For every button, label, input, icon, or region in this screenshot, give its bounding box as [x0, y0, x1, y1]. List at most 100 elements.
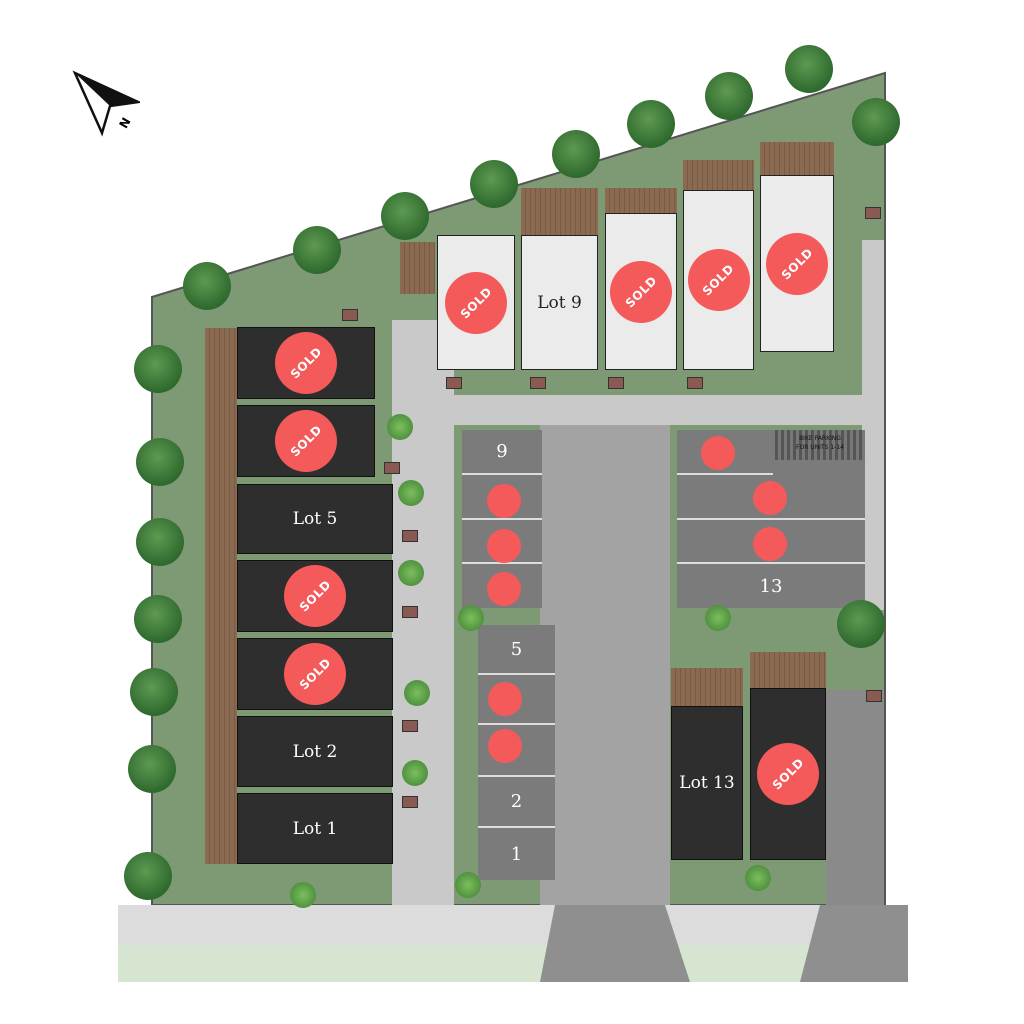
parking-left-upper: 9 [462, 430, 542, 608]
sold-badge: SOLD [766, 232, 828, 295]
sold-parking-dot [487, 529, 521, 563]
parking-space-9[interactable]: 9 [462, 430, 542, 475]
parking-space-13[interactable]: 13 [759, 575, 783, 597]
deck-top [400, 242, 435, 294]
deck [683, 160, 754, 190]
lot-left-2[interactable]: SOLD [237, 405, 375, 477]
bin-icon [687, 377, 703, 389]
lot-bottom-right-2[interactable]: SOLD [750, 688, 826, 860]
sold-parking-dot [753, 527, 787, 561]
deck [671, 668, 743, 706]
shrub [398, 480, 424, 506]
deck [750, 652, 826, 688]
shrub [705, 605, 731, 631]
bin-icon [402, 606, 418, 618]
lot-5[interactable]: Lot 5 [237, 484, 393, 554]
lot-top-4[interactable]: SOLD [683, 190, 754, 370]
lot-9[interactable]: Lot 9 [521, 235, 598, 370]
lot-left-3[interactable]: SOLD [237, 638, 393, 710]
tree [627, 100, 675, 148]
sold-badge: SOLD [284, 565, 346, 627]
sold-badge: SOLD [284, 643, 346, 705]
tree [470, 160, 518, 208]
bin-icon [608, 377, 624, 389]
parking-space[interactable] [478, 725, 555, 777]
lot-top-3[interactable]: SOLD [605, 213, 677, 370]
north-arrow-icon: N [70, 68, 143, 138]
sold-badge: SOLD [275, 410, 337, 472]
shrub [398, 560, 424, 586]
parking-space[interactable] [677, 475, 865, 520]
bin-icon [402, 530, 418, 542]
lot-top-5[interactable]: SOLD [760, 175, 834, 352]
parking-space[interactable] [462, 475, 542, 520]
sold-parking-dot [488, 729, 522, 763]
bin-icon [530, 377, 546, 389]
shrub [458, 605, 484, 631]
tree [852, 98, 900, 146]
parking-space[interactable] [462, 520, 542, 564]
sold-badge: SOLD [275, 332, 337, 394]
parking-space-5[interactable]: 5 [478, 625, 555, 675]
sold-parking-dot [487, 484, 521, 518]
parking-space-2[interactable]: 2 [478, 777, 555, 828]
sold-parking-dot [701, 436, 735, 470]
parking-space[interactable] [677, 520, 865, 564]
tree [124, 852, 172, 900]
parking-space-1[interactable]: 1 [510, 843, 523, 865]
lot-2[interactable]: Lot 2 [237, 716, 393, 787]
sold-badge: SOLD [445, 271, 507, 334]
lot-label: Lot 2 [292, 741, 338, 762]
driveway-east [826, 690, 884, 905]
tree [134, 345, 182, 393]
parking-space[interactable] [478, 675, 555, 725]
sold-parking-dot [487, 572, 521, 606]
lot-13[interactable]: Lot 13 [671, 706, 743, 860]
bin-icon [446, 377, 462, 389]
sold-badge: SOLD [687, 249, 750, 311]
footpath-north [392, 395, 882, 425]
parking-left-lower: 5 2 1 [478, 625, 555, 880]
deck-strip-west [205, 328, 237, 864]
deck [605, 188, 677, 213]
lot-label: Lot 9 [537, 292, 582, 313]
tree [134, 595, 182, 643]
shrub [290, 882, 316, 908]
lot-label: Lot 1 [292, 818, 338, 839]
shrub [387, 414, 413, 440]
bin-icon [866, 690, 882, 702]
bin-icon [402, 796, 418, 808]
bin-icon [402, 720, 418, 732]
bin-icon [865, 207, 881, 219]
lot-label: Lot 13 [679, 773, 735, 793]
shrub [402, 760, 428, 786]
lot-left-4[interactable]: SOLD [237, 560, 393, 632]
tree [136, 438, 184, 486]
lot-top-1[interactable]: SOLD [437, 235, 515, 370]
bike-parking-sublabel: FOR UNITS 1-14 [796, 444, 844, 451]
driveway [540, 425, 670, 905]
shrub [455, 872, 481, 898]
tree [128, 745, 176, 793]
bin-icon [384, 462, 400, 474]
tree [183, 262, 231, 310]
sold-parking-dot [753, 481, 787, 515]
sold-parking-dot [488, 682, 522, 716]
bike-parking-label: BIKE PARKING [799, 435, 841, 442]
tree [552, 130, 600, 178]
tree [381, 192, 429, 240]
parking-space[interactable] [677, 430, 773, 475]
bin-icon [342, 309, 358, 321]
tree [293, 226, 341, 274]
tree [837, 600, 885, 648]
tree [785, 45, 833, 93]
deck [521, 188, 598, 235]
deck [760, 142, 834, 175]
lot-label: Lot 5 [292, 509, 338, 529]
lot-1[interactable]: Lot 1 [237, 793, 393, 864]
lot-left-1[interactable]: SOLD [237, 327, 375, 399]
tree [136, 518, 184, 566]
sold-badge: SOLD [757, 743, 819, 805]
shrub [404, 680, 430, 706]
tree [705, 72, 753, 120]
